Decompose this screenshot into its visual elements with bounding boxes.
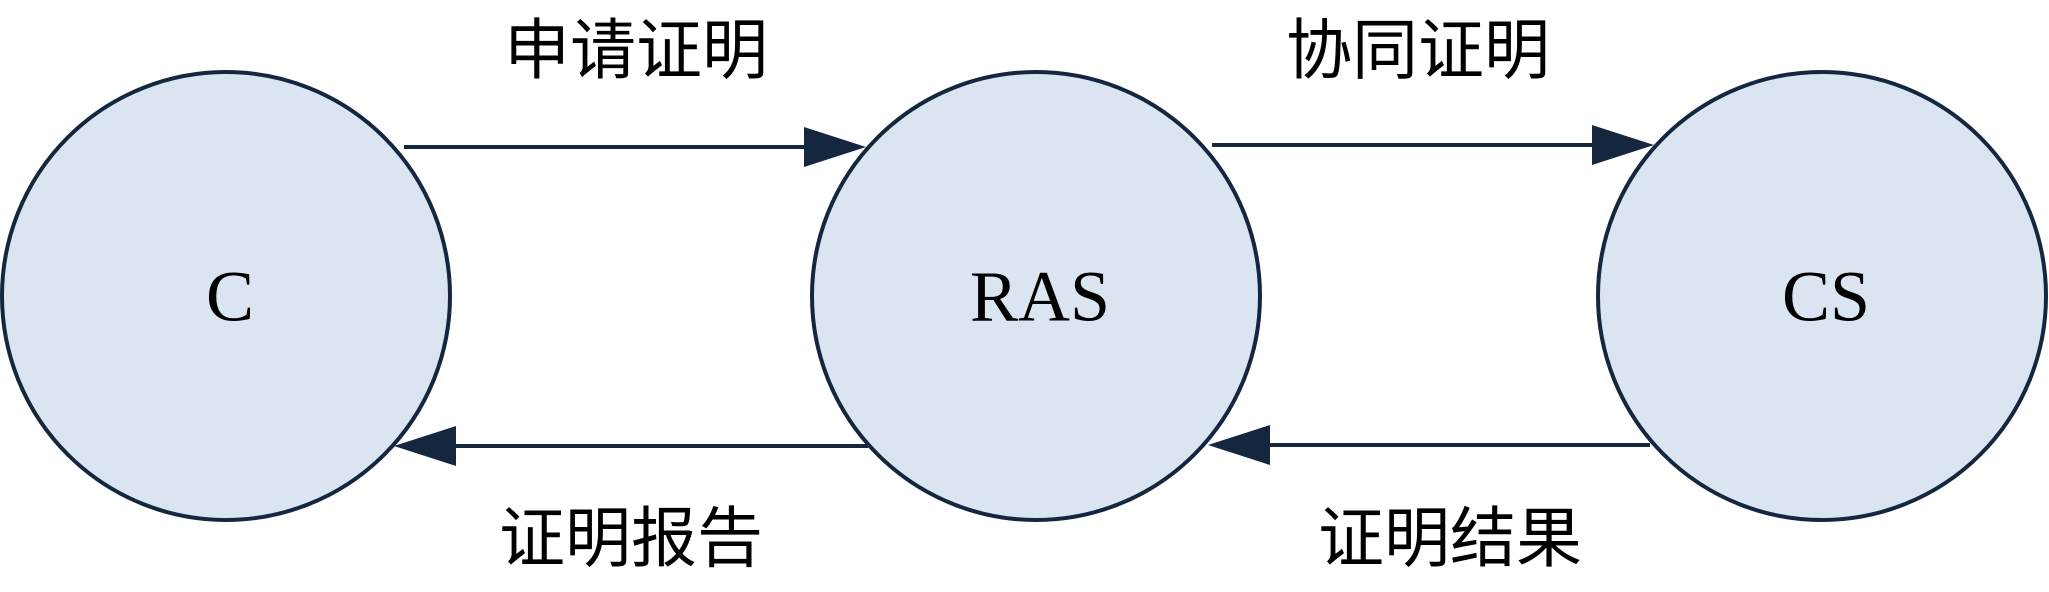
edge-cs-to-ras: 证明结果 (1208, 425, 1650, 577)
edge-c-to-ras: 申请证明 (404, 12, 866, 167)
edge-ras-to-c-arrowhead (394, 426, 456, 466)
edge-c-to-ras-arrowhead (804, 127, 866, 167)
node-ras-circle (810, 70, 1262, 522)
edge-c-to-ras-label: 申请证明 (504, 12, 768, 89)
node-c-circle (0, 70, 452, 522)
node-cs: CS (1596, 70, 2048, 522)
edge-ras-to-cs-arrowhead (1592, 125, 1654, 165)
node-c: C (0, 70, 452, 522)
node-ras: RAS (810, 70, 1262, 522)
edge-ras-to-c-label: 证明报告 (499, 500, 763, 577)
edge-cs-to-ras-arrowhead (1208, 425, 1270, 465)
edge-cs-to-ras-label: 证明结果 (1318, 500, 1582, 577)
edge-ras-to-cs-label: 协同证明 (1286, 12, 1550, 89)
node-cs-circle (1596, 70, 2048, 522)
node-c-label: C (206, 257, 254, 337)
node-ras-label: RAS (970, 257, 1110, 337)
node-cs-label: CS (1782, 257, 1870, 337)
edge-ras-to-cs: 协同证明 (1212, 12, 1654, 165)
edge-ras-to-c: 证明报告 (394, 426, 868, 577)
